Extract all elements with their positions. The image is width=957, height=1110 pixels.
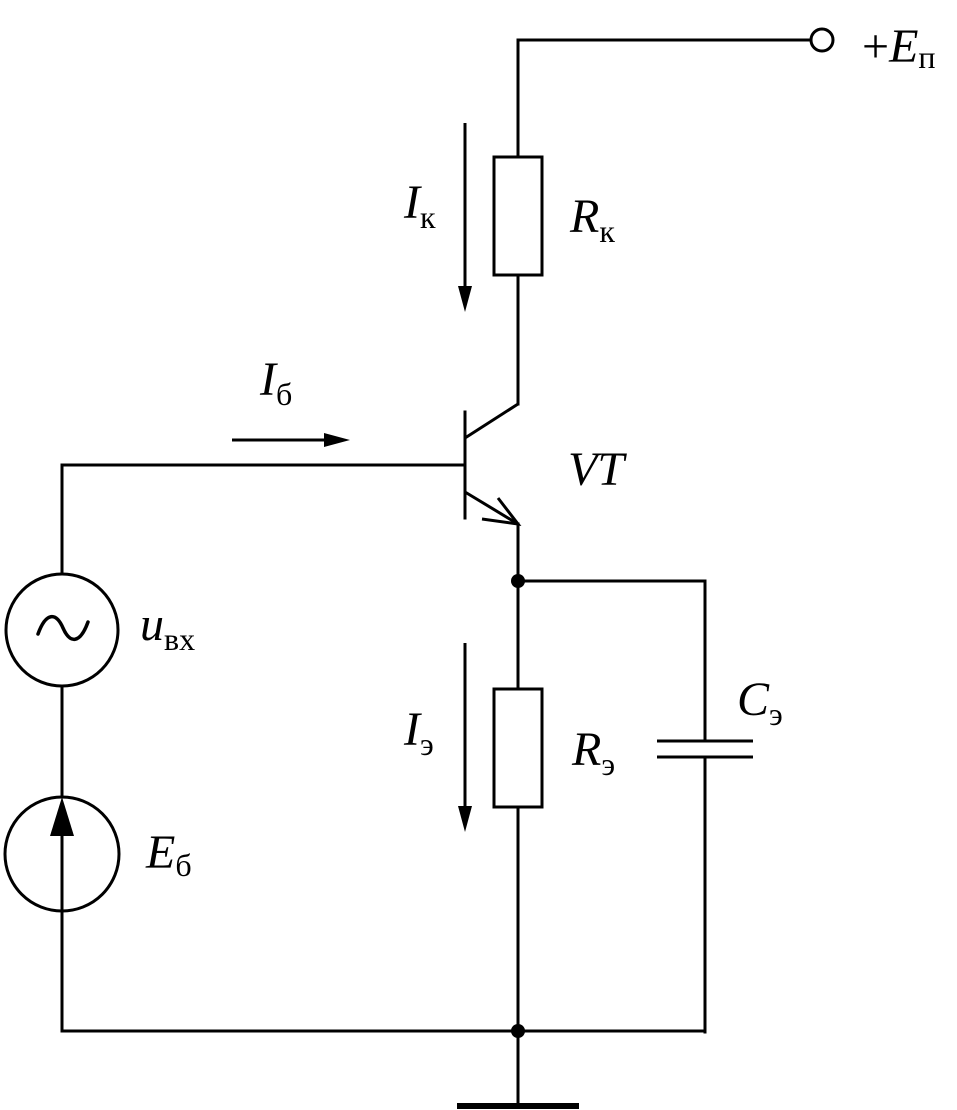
emitter-capacitor[interactable]	[657, 579, 753, 1034]
supply-label: +Eп	[862, 20, 936, 75]
emitter-resistor-label: Rэ	[571, 723, 615, 782]
input-voltage-label: uвх	[140, 598, 195, 657]
base-current-label: Iб	[259, 353, 292, 412]
emitter-current-label: Iэ	[403, 703, 434, 762]
emitter-capacitor-label: Cэ	[737, 673, 783, 732]
collector-current-label: Iк	[403, 176, 436, 235]
ground-rail	[60, 909, 707, 1109]
tilde-icon	[36, 615, 90, 641]
emitter-current-arrow	[458, 643, 472, 832]
collector-resistor-label: Rк	[569, 190, 615, 249]
collector-current-arrow	[458, 123, 472, 312]
emitter-resistor[interactable]	[492, 687, 544, 809]
input-ac-source[interactable]	[4, 572, 120, 688]
base-current-arrow	[232, 433, 350, 447]
transistor-label: VT	[568, 443, 627, 496]
transistor[interactable]	[463, 402, 522, 526]
supply-rail	[516, 27, 835, 159]
collector-resistor[interactable]	[492, 155, 544, 277]
supply-terminal[interactable]	[809, 27, 835, 53]
bias-voltage-label: Eб	[145, 826, 192, 883]
base-wire	[60, 463, 467, 575]
bias-dc-source[interactable]	[3, 795, 121, 913]
